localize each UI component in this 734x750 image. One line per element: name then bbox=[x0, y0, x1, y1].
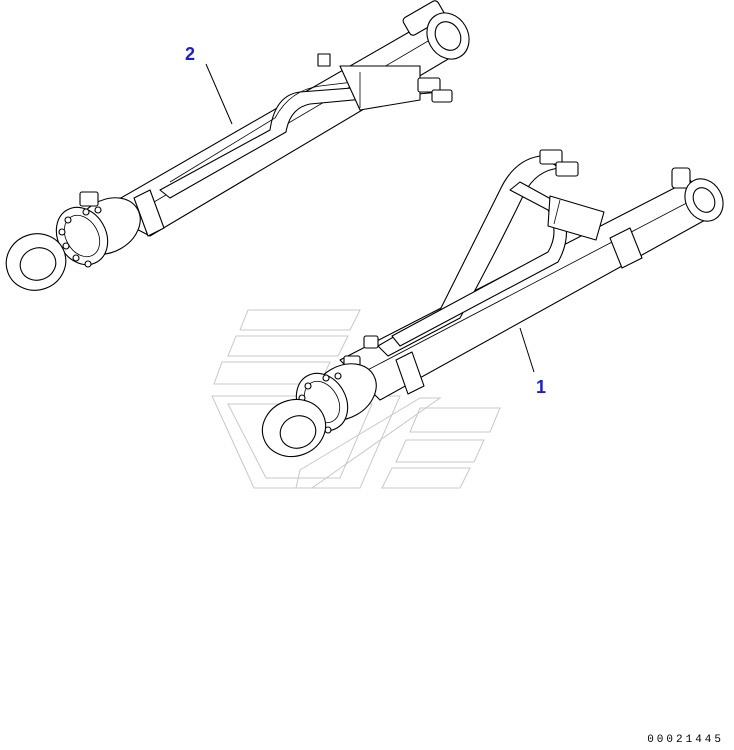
callout-1: 1 bbox=[536, 377, 546, 397]
leader-line-1 bbox=[519, 327, 535, 373]
cylinder-assembly-1 bbox=[261, 149, 724, 458]
cylinder-assembly-2 bbox=[5, 0, 470, 291]
leader-line-2 bbox=[205, 63, 233, 125]
callout-2: 2 bbox=[185, 44, 195, 64]
drawing-number: 00021445 bbox=[647, 734, 724, 746]
